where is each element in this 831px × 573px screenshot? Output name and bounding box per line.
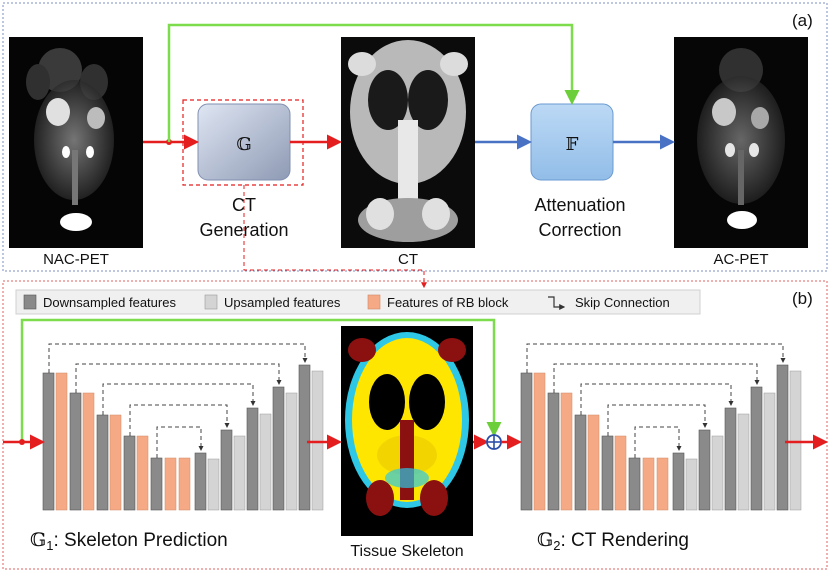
unet2-up-bar xyxy=(685,458,698,511)
unet1-skip-connection xyxy=(156,426,204,458)
unet1-down-bar xyxy=(150,457,163,511)
unet2-up-bar xyxy=(711,435,724,511)
unet2-up-bar xyxy=(789,370,802,511)
unet2-rb-bar xyxy=(587,414,600,511)
green-long-skip-arrow xyxy=(20,318,502,442)
unet1-up-concat-bar xyxy=(194,452,207,511)
unet1-rb-bar xyxy=(178,457,191,511)
unet1-skip-connection xyxy=(129,404,230,436)
unet1-rb-bar xyxy=(82,392,95,511)
ct-image-label: CT xyxy=(398,251,418,268)
legend-downsampled-label: Downsampled features xyxy=(43,295,176,310)
ct-image xyxy=(341,37,475,248)
unet1-up-concat-bar xyxy=(246,407,259,511)
unet2-up-concat-bar xyxy=(750,386,763,511)
unet-ct-rendering xyxy=(520,343,802,511)
attenuation-symbol: 𝔽 xyxy=(566,134,579,155)
unet1-rb-bar xyxy=(164,457,177,511)
unet2-title: 𝔾2: CT Rendering xyxy=(537,529,689,553)
unet2-down-bar xyxy=(520,372,533,511)
unet1-up-bar xyxy=(311,370,324,511)
unet1-skip-connection xyxy=(75,363,282,393)
green-bypass-arrow xyxy=(167,23,580,142)
unet2-rb-bar xyxy=(614,435,627,511)
unet2-up-concat-bar xyxy=(672,452,685,511)
unet1-title-text: : Skeleton Prediction xyxy=(53,530,227,551)
unet1-skip-connection xyxy=(102,383,256,415)
unet1-rb-bar xyxy=(109,414,122,511)
unet1-skip-connection xyxy=(48,343,308,373)
unet1-up-bar xyxy=(207,458,220,511)
unet1-up-bar xyxy=(285,392,298,511)
legend-skip-icon xyxy=(548,296,566,310)
unet1-up-concat-bar xyxy=(298,364,311,511)
ac-pet-image xyxy=(674,37,808,248)
zoom-link-arrow xyxy=(243,185,427,289)
unet2-subscript: 2 xyxy=(553,538,560,553)
legend-upsampled-swatch xyxy=(204,294,218,310)
unet2-up-concat-bar xyxy=(776,364,789,511)
unet1-up-concat-bar xyxy=(272,386,285,511)
unet1-up-bar xyxy=(259,413,272,511)
unet2-skip-connection xyxy=(634,426,682,458)
legend-box xyxy=(15,289,701,315)
unet2-symbol: 𝔾 xyxy=(537,529,553,551)
unet2-down-bar xyxy=(547,392,560,511)
unet2-down-bar xyxy=(628,457,641,511)
generator-symbol: 𝔾 xyxy=(236,134,251,155)
unet2-down-bar xyxy=(601,435,614,511)
unet1-down-bar xyxy=(96,414,109,511)
unet1-symbol: 𝔾 xyxy=(30,529,46,551)
legend-upsampled-label: Upsampled features xyxy=(224,295,341,310)
unet2-rb-bar xyxy=(560,392,573,511)
unet2-title-text: : CT Rendering xyxy=(560,530,689,551)
unet2-up-bar xyxy=(737,413,750,511)
nac-pet-label: NAC-PET xyxy=(43,251,109,268)
tissue-skeleton-image xyxy=(341,326,473,536)
unet2-skip-connection xyxy=(580,383,734,415)
attenuation-label-line1: Attenuation xyxy=(534,195,625,215)
unet1-rb-bar xyxy=(136,435,149,511)
unet2-rb-bar xyxy=(656,457,669,511)
attenuation-label-line2: Correction xyxy=(538,220,621,240)
sum-node-icon xyxy=(486,434,502,450)
legend-rb-label: Features of RB block xyxy=(387,295,509,310)
unet2-skip-connection xyxy=(607,404,708,436)
unet1-subscript: 1 xyxy=(46,538,53,553)
unet1-title: 𝔾1: Skeleton Prediction xyxy=(30,529,228,553)
ac-pet-label: AC-PET xyxy=(713,251,768,268)
legend-downsampled-swatch xyxy=(23,294,37,310)
unet1-down-bar xyxy=(42,372,55,511)
ct-generation-label-line1: CT xyxy=(232,195,256,215)
unet1-down-bar xyxy=(123,435,136,511)
tissue-skeleton-label: Tissue Skeleton xyxy=(350,543,463,560)
legend-skip-label: Skip Connection xyxy=(575,295,670,310)
unet2-skip-connection xyxy=(526,343,786,373)
panel-b-frame xyxy=(2,280,828,570)
legend-rb-swatch xyxy=(367,294,381,310)
input-branch-dot xyxy=(19,439,25,445)
panel-a-tag: (a) xyxy=(792,11,813,30)
unet2-up-concat-bar xyxy=(724,407,737,511)
unet2-rb-bar xyxy=(533,372,546,511)
nac-pet-image xyxy=(9,37,143,248)
unet1-down-bar xyxy=(69,392,82,511)
unet2-up-concat-bar xyxy=(698,429,711,511)
unet1-rb-bar xyxy=(55,372,68,511)
unet1-up-concat-bar xyxy=(220,429,233,511)
panel-b-tag: (b) xyxy=(792,289,813,308)
unet2-down-bar xyxy=(574,414,587,511)
unet2-rb-bar xyxy=(642,457,655,511)
unet2-skip-connection xyxy=(553,363,760,393)
unet2-up-bar xyxy=(763,392,776,511)
unet1-up-bar xyxy=(233,435,246,511)
panel-a-frame xyxy=(2,2,828,272)
unet-skeleton-prediction xyxy=(42,343,324,511)
